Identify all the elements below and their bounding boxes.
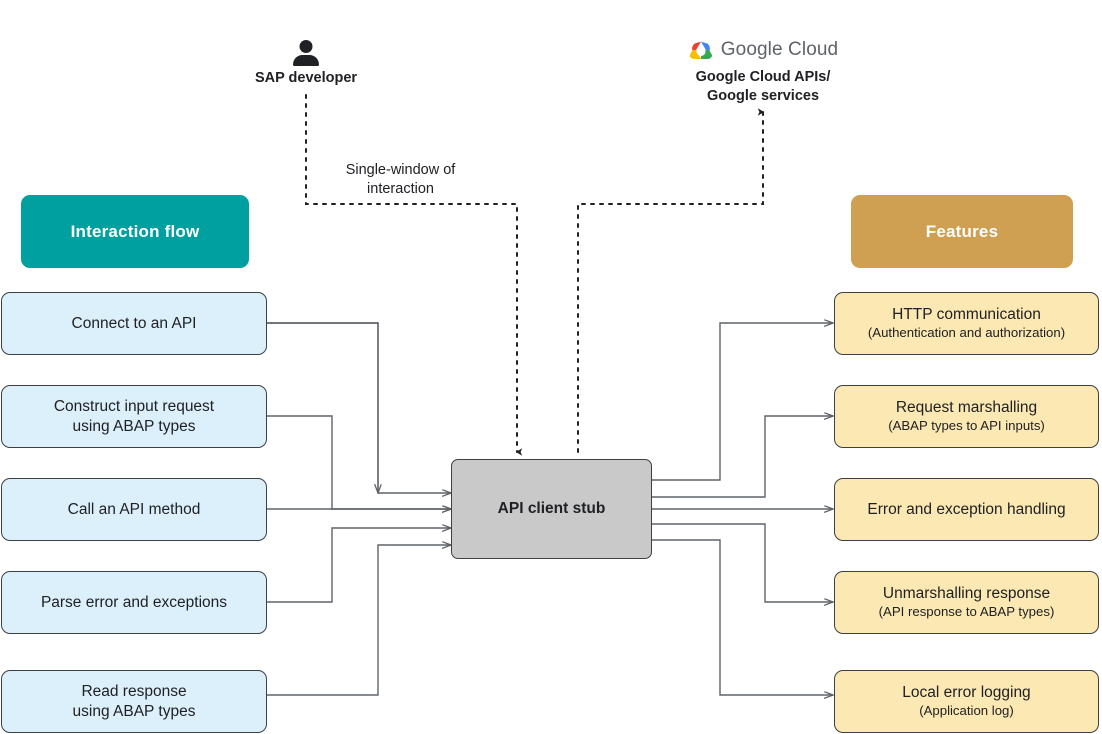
person-icon: [291, 40, 321, 66]
right-column-header: Features: [851, 195, 1073, 268]
feature-card-unmarshalling-response[interactable]: Unmarshalling response (API response to …: [834, 571, 1099, 634]
edge-stub-to-google: [577, 108, 764, 453]
edge-left-4: [267, 528, 451, 603]
actor-google-label-line1: Google Cloud APIs/: [695, 68, 831, 85]
edge-sap-to-stub: [305, 94, 523, 456]
actor-google-cloud: Google Cloud Google Cloud APIs/ Google s…: [633, 38, 893, 105]
feature-card-http-communication[interactable]: HTTP communication (Authentication and a…: [834, 292, 1099, 355]
feature-card-request-marshalling[interactable]: Request marshalling (ABAP types to API i…: [834, 385, 1099, 448]
flow-card-call-an-api-method[interactable]: Call an API method: [1, 478, 267, 541]
google-cloud-logo: Google Cloud: [633, 38, 893, 63]
actor-sap-developer: SAP developer: [231, 40, 381, 88]
flow-card-construct-input-request[interactable]: Construct input request using ABAP types: [1, 385, 267, 448]
flow-card-connect-to-an-api[interactable]: Connect to an API: [1, 292, 267, 355]
edge-left-5: [267, 545, 451, 696]
edge-right-1: [652, 323, 833, 481]
edge-right-2: [652, 416, 833, 498]
edge-left-1b: [267, 322, 451, 493]
edge-right-4: [652, 523, 833, 602]
flow-card-parse-error-and-exceptions[interactable]: Parse error and exceptions: [1, 571, 267, 634]
flow-card-read-response[interactable]: Read response using ABAP types: [1, 670, 267, 733]
left-column-header: Interaction flow: [21, 195, 249, 268]
feature-card-local-error-logging[interactable]: Local error logging (Application log): [834, 670, 1099, 733]
feature-card-error-and-exception-handling[interactable]: Error and exception handling: [834, 478, 1099, 541]
edge-left-2: [267, 415, 451, 509]
actor-google-label-line2: Google services: [706, 87, 820, 104]
google-cloud-wordmark: Google Cloud: [720, 39, 839, 60]
google-cloud-logo-icon: [689, 41, 712, 60]
actor-sap-developer-label: SAP developer: [254, 70, 358, 86]
api-client-stub[interactable]: API client stub: [451, 459, 652, 559]
edge-right-5: [652, 539, 833, 695]
edge-left-1: [267, 322, 378, 493]
edge-label-single-window: Single-window of interaction: [345, 162, 456, 197]
